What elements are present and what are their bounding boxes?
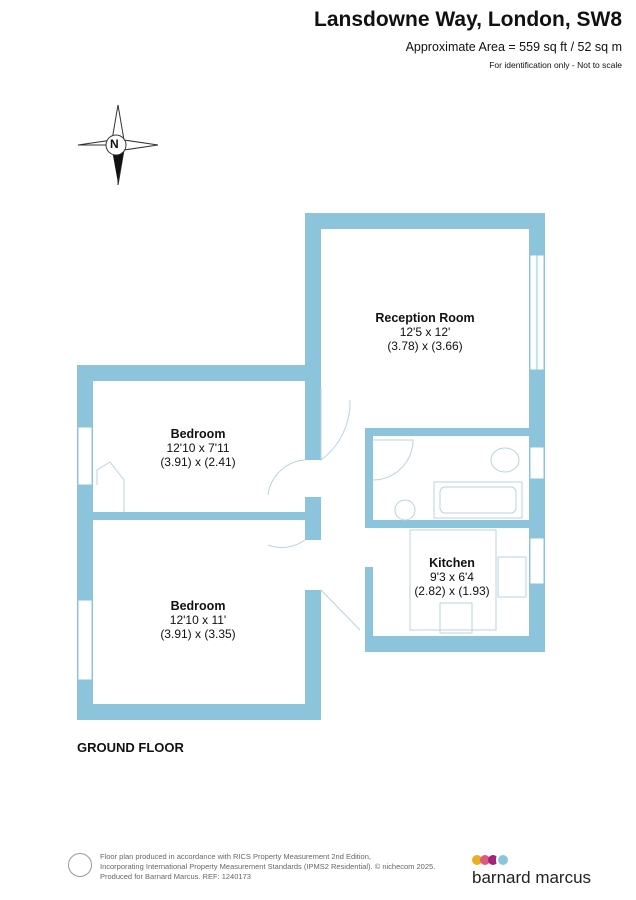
room-label-bedroom-1: Bedroom 12'10 x 7'11 (3.91) x (2.41) — [160, 427, 235, 469]
room-imperial: 12'10 x 7'11 — [166, 441, 230, 455]
footer-line: Incorporating International Property Mea… — [100, 862, 436, 871]
brand-dots-icon — [472, 852, 591, 870]
walls — [77, 213, 545, 720]
room-metric: (3.78) x (3.66) — [387, 339, 463, 353]
footer-text: Floor plan produced in accordance with R… — [100, 852, 435, 882]
room-name: Bedroom — [170, 599, 226, 613]
room-name: Bedroom — [170, 427, 226, 441]
room-metric: (3.91) x (2.41) — [160, 455, 236, 469]
compass-icon — [77, 104, 159, 186]
room-metric: (2.82) x (1.93) — [414, 584, 490, 598]
footer-line: Floor plan produced in accordance with R… — [100, 852, 371, 861]
room-name: Reception Room — [375, 311, 475, 325]
room-metric: (3.91) x (3.35) — [160, 627, 236, 641]
scale-note: For identification only - Not to scale — [489, 60, 622, 70]
room-imperial: 12'5 x 12' — [399, 325, 451, 339]
room-label-bedroom-2: Bedroom 12'10 x 11' (3.91) x (3.35) — [160, 599, 235, 641]
brand-logo: barnard marcus — [472, 852, 591, 888]
brand-name: barnard marcus — [472, 868, 592, 887]
room-imperial: 12'10 x 11' — [169, 613, 227, 627]
windows — [77, 254, 545, 681]
doors-and-fixtures — [96, 388, 527, 634]
person-icon — [68, 853, 92, 877]
room-label-reception: Reception Room 12'5 x 12' (3.78) x (3.66… — [375, 311, 474, 353]
compass-label: N — [110, 137, 119, 151]
room-label-kitchen: Kitchen 9'3 x 6'4 (2.82) x (1.93) — [414, 556, 489, 598]
floor-label: GROUND FLOOR — [77, 740, 184, 755]
room-imperial: 9'3 x 6'4 — [430, 570, 474, 584]
footer-line: Produced for Barnard Marcus. REF: 124017… — [100, 872, 251, 881]
room-name: Kitchen — [429, 556, 475, 570]
approximate-area: Approximate Area = 559 sq ft / 52 sq m — [405, 40, 622, 54]
property-title: Lansdowne Way, London, SW8 — [314, 8, 622, 31]
